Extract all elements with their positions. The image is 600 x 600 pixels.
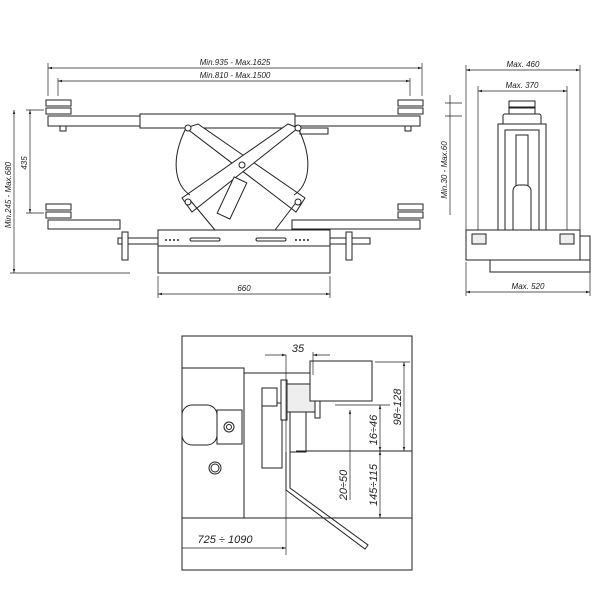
detail-view: 35 98÷128 16÷46 20÷50 145÷115 725 ÷ 1090 [181,335,413,571]
front-view: Min.935 - Max.1625 Min.810 - Max.1500 [4,58,424,298]
side-inner-width-label: Max. 370 [506,81,539,90]
side-base-width-label: Max. 520 [512,282,545,291]
offset-label: 35 [292,343,305,355]
hydraulic-cylinder [216,176,248,220]
scissor-mechanism [175,123,309,231]
side-view: Max. 460 Max. 370 Min.30 - Max.60 Max. 5… [440,60,591,296]
height-c-label: 20÷50 [338,469,350,501]
upper-lift-pads [45,99,424,115]
upper-platform [139,113,296,129]
base-frame [157,229,331,247]
height-d-label: 145÷115 [368,463,380,506]
pad-span-label: Min.810 - Max.1500 [200,71,271,80]
distance-label: 725 ÷ 1090 [198,534,254,546]
lower-lift-pads [45,203,424,230]
stroke-label: 435 [20,156,29,170]
base-width-label: 660 [237,284,251,293]
side-max-width-label: Max. 460 [507,60,540,69]
height-a-label: 98÷128 [392,388,404,426]
pad-height-label: Min.30 - Max.60 [440,141,449,199]
base-body [157,245,331,274]
overall-width-label: Min.935 - Max.1625 [200,58,271,67]
height-range-label: Min.245 - Max.680 [4,161,13,228]
height-b-label: 16÷46 [368,414,380,445]
